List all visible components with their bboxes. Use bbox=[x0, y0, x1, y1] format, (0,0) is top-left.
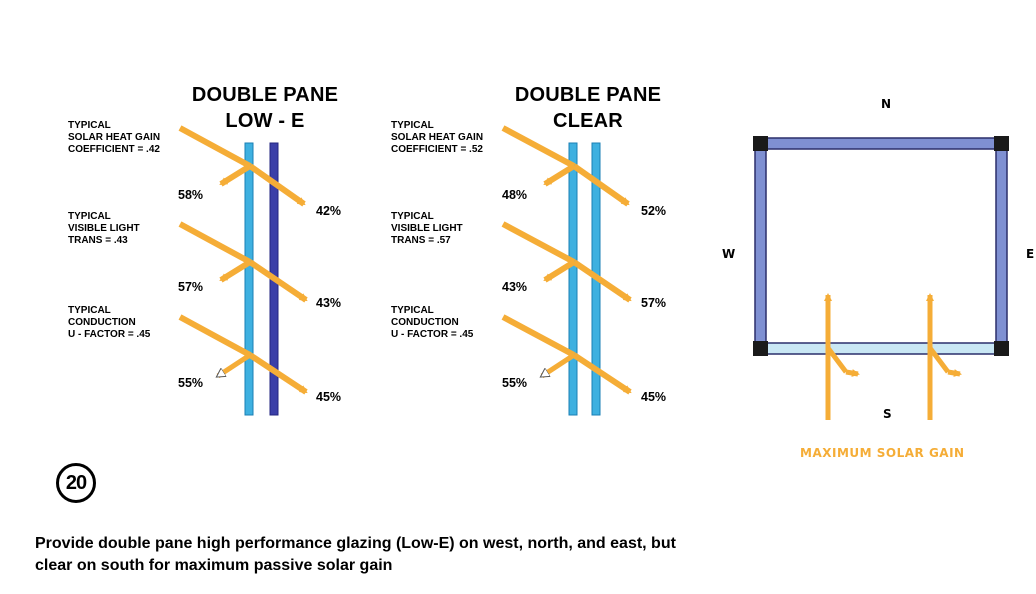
east-wall-glazing bbox=[995, 139, 1008, 355]
south-wall-glazing bbox=[757, 342, 1005, 355]
floor-plan bbox=[753, 136, 1009, 420]
compass-east: E bbox=[1026, 247, 1035, 261]
lowe-shgc-reflect-pct: 58% bbox=[178, 188, 204, 202]
maximum-solar-gain-label: MAXIMUM SOLAR GAIN bbox=[800, 446, 965, 460]
lowe-vlt-incoming-arrow bbox=[178, 221, 252, 265]
solar-gain-arrow-left bbox=[824, 293, 860, 420]
lowe-shgc-transmitted-arrow bbox=[248, 163, 306, 207]
clear-u-incoming-arrow bbox=[501, 314, 576, 358]
corner-ne bbox=[994, 136, 1009, 151]
clear-panel bbox=[501, 125, 632, 416]
compass-north: N bbox=[881, 97, 892, 111]
compass-west: W bbox=[722, 247, 736, 261]
lowe-u-transmitted-arrow bbox=[248, 352, 308, 395]
lowe-shgc-incoming-arrow bbox=[178, 125, 252, 169]
clear-title-line1: DOUBLE PANE bbox=[514, 84, 662, 106]
clear-shgc-reflected-arrow bbox=[543, 163, 576, 187]
lowe-u-trans-pct: 45% bbox=[316, 390, 342, 404]
lowe-u-reflect-pct: 55% bbox=[178, 376, 204, 390]
corner-se bbox=[994, 341, 1009, 356]
clear-u-trans-pct: 45% bbox=[641, 390, 667, 404]
compass-south: S bbox=[883, 407, 892, 421]
lowe-vlt-trans-pct: 43% bbox=[316, 296, 342, 310]
north-wall-glazing bbox=[757, 137, 1005, 150]
lowe-vlt-label: TYPICAL VISIBLE LIGHT TRANS = .43 bbox=[68, 211, 140, 246]
lowe-title-line1: DOUBLE PANE bbox=[191, 84, 339, 106]
clear-vlt-transmitted-arrow bbox=[572, 259, 632, 303]
lowe-title-line2: LOW - E bbox=[225, 110, 305, 132]
lowe-shgc-label: TYPICAL SOLAR HEAT GAIN COEFFICIENT = .4… bbox=[68, 120, 161, 155]
clear-vlt-reflect-pct: 43% bbox=[502, 280, 528, 294]
clear-u-transmitted-arrow bbox=[572, 352, 632, 395]
solar-gain-arrow-right bbox=[926, 293, 962, 420]
lowe-shgc-trans-pct: 42% bbox=[316, 204, 342, 218]
lowe-u-label: TYPICAL CONDUCTION U - FACTOR = .45 bbox=[68, 305, 151, 340]
caption-line1: Provide double pane high performance gla… bbox=[35, 535, 676, 552]
clear-vlt-label: TYPICAL VISIBLE LIGHT TRANS = .57 bbox=[391, 211, 463, 246]
lowe-outer-pane bbox=[244, 142, 254, 416]
caption-line2: clear on south for maximum passive solar… bbox=[35, 557, 393, 574]
clear-u-label: TYPICAL CONDUCTION U - FACTOR = .45 bbox=[391, 305, 474, 340]
lowe-shgc-reflected-arrow bbox=[219, 163, 252, 187]
clear-shgc-label: TYPICAL SOLAR HEAT GAIN COEFFICIENT = .5… bbox=[391, 120, 484, 155]
caption: Provide double pane high performance gla… bbox=[35, 533, 795, 577]
lowe-vlt-reflected-arrow bbox=[219, 259, 252, 283]
lowe-title: DOUBLE PANE LOW - E bbox=[175, 82, 355, 134]
clear-vlt-trans-pct: 57% bbox=[641, 296, 667, 310]
west-wall-glazing bbox=[754, 139, 767, 355]
lowe-vlt-reflect-pct: 57% bbox=[178, 280, 204, 294]
lowe-u-incoming-arrow bbox=[178, 314, 252, 358]
clear-shgc-trans-pct: 52% bbox=[641, 204, 667, 218]
corner-nw bbox=[753, 136, 768, 151]
clear-shgc-incoming-arrow bbox=[501, 125, 576, 169]
clear-title-line2: CLEAR bbox=[553, 110, 623, 132]
lowe-panel bbox=[178, 125, 308, 416]
clear-u-reflected-arrow bbox=[542, 352, 576, 379]
clear-shgc-transmitted-arrow bbox=[572, 163, 630, 207]
figure-number-badge: 20 bbox=[56, 463, 96, 503]
lowe-u-reflected-arrow bbox=[218, 352, 252, 379]
clear-title: DOUBLE PANE CLEAR bbox=[498, 82, 678, 134]
clear-u-reflect-pct: 55% bbox=[502, 376, 528, 390]
lowe-vlt-transmitted-arrow bbox=[248, 259, 308, 303]
clear-vlt-incoming-arrow bbox=[501, 221, 576, 265]
clear-shgc-reflect-pct: 48% bbox=[502, 188, 528, 202]
clear-outer-pane bbox=[568, 142, 578, 416]
corner-sw bbox=[753, 341, 768, 356]
clear-vlt-reflected-arrow bbox=[543, 259, 576, 283]
